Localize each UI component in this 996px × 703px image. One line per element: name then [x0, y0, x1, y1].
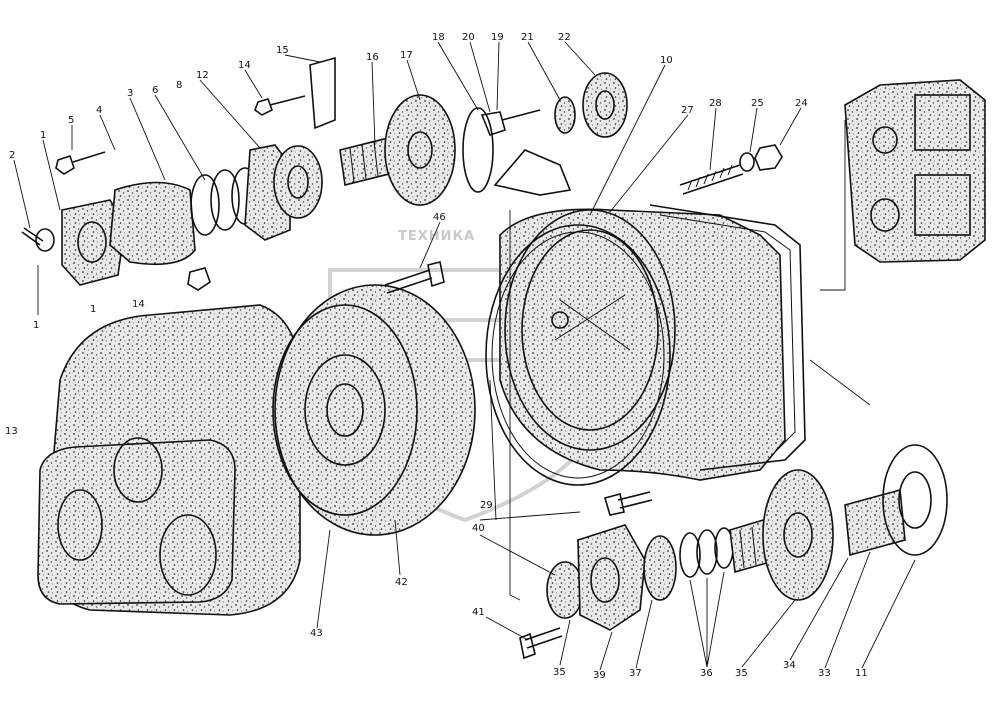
callout-34: 34 — [783, 660, 796, 671]
part-bearing-12 — [273, 145, 323, 219]
callout-21: 21 — [521, 32, 534, 43]
part-cover-39 — [577, 524, 646, 631]
callout-27: 27 — [681, 105, 694, 116]
callout-5: 5 — [68, 115, 74, 126]
part-bolt-19 — [480, 109, 541, 136]
part-seal-ring-10 — [485, 224, 671, 486]
part-washer-21 — [554, 96, 576, 134]
callout-18: 18 — [432, 32, 445, 43]
callout-17: 17 — [400, 50, 413, 61]
part-gasket-11 — [649, 204, 806, 471]
part-bracket-15 — [309, 56, 336, 130]
part-plate-20 — [493, 149, 572, 196]
part-pin — [21, 227, 44, 246]
callout-40: 40 — [472, 523, 485, 534]
callout-29: 29 — [480, 500, 493, 511]
callout-1: 1 — [40, 130, 46, 141]
callout-24: 24 — [795, 98, 808, 109]
callout-15: 15 — [276, 45, 289, 56]
callout-25: 25 — [751, 98, 764, 109]
part-stud-28 — [679, 164, 744, 195]
part-bearing-22 — [582, 72, 628, 138]
callout-19: 19 — [491, 32, 504, 43]
callout-35: 35 — [735, 668, 748, 679]
part-bearing-cap-1 — [61, 199, 126, 286]
callout-28: 28 — [709, 98, 722, 109]
part-bolt-5 — [55, 151, 106, 175]
part-rings-38 — [679, 527, 734, 578]
part-flywheel-plate-42 — [272, 284, 476, 536]
callout-39: 39 — [593, 670, 606, 681]
callout-22: 22 — [558, 32, 571, 43]
callout-43: 43 — [310, 628, 323, 639]
callout-13: 13 — [5, 426, 18, 437]
part-washer-2 — [35, 228, 55, 252]
part-bolt-46 — [384, 261, 445, 294]
callout-35: 35 — [553, 667, 566, 678]
part-ring-18 — [462, 107, 494, 193]
part-housing-13 — [37, 304, 301, 616]
callout-6: 6 — [152, 85, 158, 96]
leader-lines — [13, 41, 916, 671]
part-bell-housing-27 — [499, 208, 786, 481]
callout-46: 46 — [433, 212, 446, 223]
part-gear-17 — [384, 94, 456, 206]
part-bolt-29 — [604, 491, 653, 516]
part-bearing-37 — [643, 535, 677, 601]
callout-12: 12 — [196, 70, 209, 81]
callout-11: 11 — [855, 668, 868, 679]
callout-20: 20 — [462, 32, 475, 43]
callout-4: 4 — [96, 105, 102, 116]
part-nut-small — [187, 267, 211, 291]
callout-10: 10 — [660, 55, 673, 66]
callout-42: 42 — [395, 577, 408, 588]
part-flange-34 — [762, 469, 834, 601]
callout-33: 33 — [818, 668, 831, 679]
part-seal-40 — [546, 561, 584, 619]
callout-37: 37 — [629, 668, 642, 679]
part-gearbox-housing — [844, 79, 986, 263]
callout-36: 36 — [700, 668, 713, 679]
callout-14: 14 — [132, 299, 145, 310]
part-cover-3 — [109, 181, 196, 266]
part-gasket-11b — [882, 444, 948, 556]
callout-8: 8 — [176, 80, 182, 91]
callout-3: 3 — [127, 88, 133, 99]
callout-16: 16 — [366, 52, 379, 63]
part-bolt-14 — [254, 95, 306, 116]
watermark-text: ТЕХНИКА — [398, 229, 475, 244]
part-nut-24 — [754, 144, 783, 171]
part-sleeve-33 — [844, 488, 906, 557]
part-washer-25 — [739, 152, 755, 172]
callout-labels: 2 1 1 1 5 4 3 6 8 12 14 15 16 17 18 20 1… — [5, 32, 868, 681]
callout-2: 2 — [9, 150, 15, 161]
callout-14: 14 — [238, 60, 251, 71]
callout-1: 1 — [90, 304, 96, 315]
callout-1: 1 — [33, 320, 39, 331]
callout-41: 41 — [472, 607, 485, 618]
part-bolt-41 — [519, 627, 563, 660]
